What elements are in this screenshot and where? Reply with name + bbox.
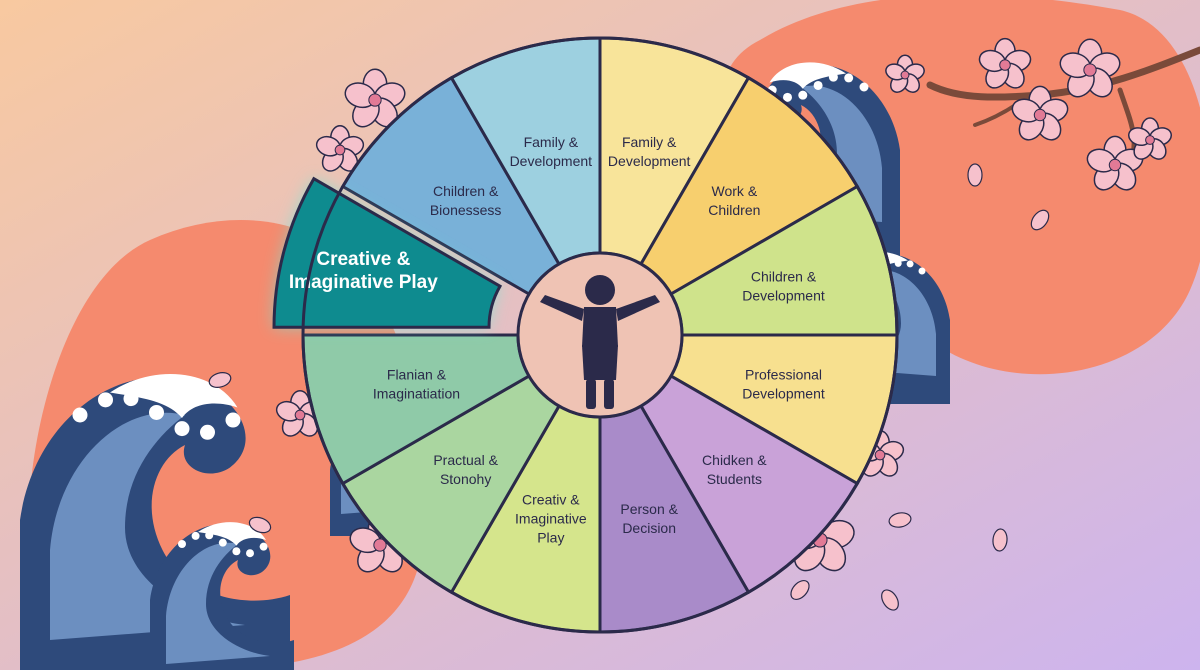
segment-label-line: Creative & — [316, 249, 410, 270]
segment-label-line: Chidken & — [702, 452, 767, 468]
segment-label-line: Development — [510, 153, 593, 169]
segment-label-line: Professional — [745, 367, 822, 383]
segment-label-line: Family & — [622, 134, 677, 150]
segment-label: Chidken & Students — [702, 452, 767, 487]
segment-label: Person & Decision — [620, 501, 678, 536]
child-figure-icon — [540, 275, 660, 409]
segment-label: Creative &Imaginative Play — [289, 249, 438, 293]
small-wave-left — [150, 522, 295, 670]
wheel-segment-highlighted — [272, 176, 503, 329]
segment-label-line: Bionessess — [430, 202, 502, 218]
segment-label-line: Decision — [622, 520, 676, 536]
blossom-3 — [978, 37, 1032, 89]
petal — [992, 528, 1008, 552]
blossom-1 — [344, 68, 406, 128]
segment-label: Children & Bionessess — [430, 183, 502, 218]
segment-label-line: Development — [608, 153, 691, 169]
blossom-6 — [1086, 135, 1144, 191]
blossom-7 — [1128, 117, 1172, 160]
segment-label: Flanian & Imaginatiation — [373, 367, 460, 402]
blossom-11 — [855, 430, 905, 477]
blossom-5 — [1011, 85, 1069, 141]
segment-label: Practual & Stonohy — [433, 452, 498, 487]
segment-label-line: Practual & — [433, 452, 498, 468]
highlighted-segment — [272, 176, 503, 329]
segment-label: Family & Development — [510, 134, 593, 169]
wheel-rim — [301, 36, 899, 634]
blossom-2 — [315, 125, 365, 172]
segment-label-line: Work & — [712, 183, 758, 199]
segment-label-line: Imaginative Play — [289, 272, 438, 293]
segment-label-line: Development — [742, 287, 825, 303]
segment-label-line: Development — [742, 386, 825, 402]
blossom-4 — [1059, 38, 1121, 98]
segment-label-line: Stonohy — [440, 471, 491, 487]
segment-label-line: Children & — [433, 183, 499, 199]
big-wave-left — [20, 373, 290, 670]
segment-label-line: Flanian & — [387, 367, 447, 383]
petal — [967, 163, 983, 187]
segment-label: Family & Development — [608, 134, 691, 169]
petal — [881, 589, 899, 611]
petal — [208, 372, 232, 388]
segment-label-line: Children & — [751, 268, 817, 284]
petal — [1030, 209, 1050, 231]
segment-label-line: Imaginatiation — [373, 386, 460, 402]
petal — [248, 516, 272, 534]
segment-label-line: Creativ & — [522, 492, 580, 508]
petal — [790, 579, 810, 601]
segment-label-line: Students — [707, 471, 762, 487]
petal — [888, 512, 912, 528]
segment-label-line: Family & — [524, 134, 579, 150]
segment-label-line: Play — [537, 530, 564, 546]
segment-label: Children & Development — [742, 268, 825, 303]
segment-label-line: Person & — [620, 501, 678, 517]
segment-label: Work & Children — [708, 183, 760, 218]
blossom-8 — [885, 54, 925, 93]
segment-label-line: Children — [708, 202, 760, 218]
segment-label-line: Imaginative — [515, 511, 587, 527]
